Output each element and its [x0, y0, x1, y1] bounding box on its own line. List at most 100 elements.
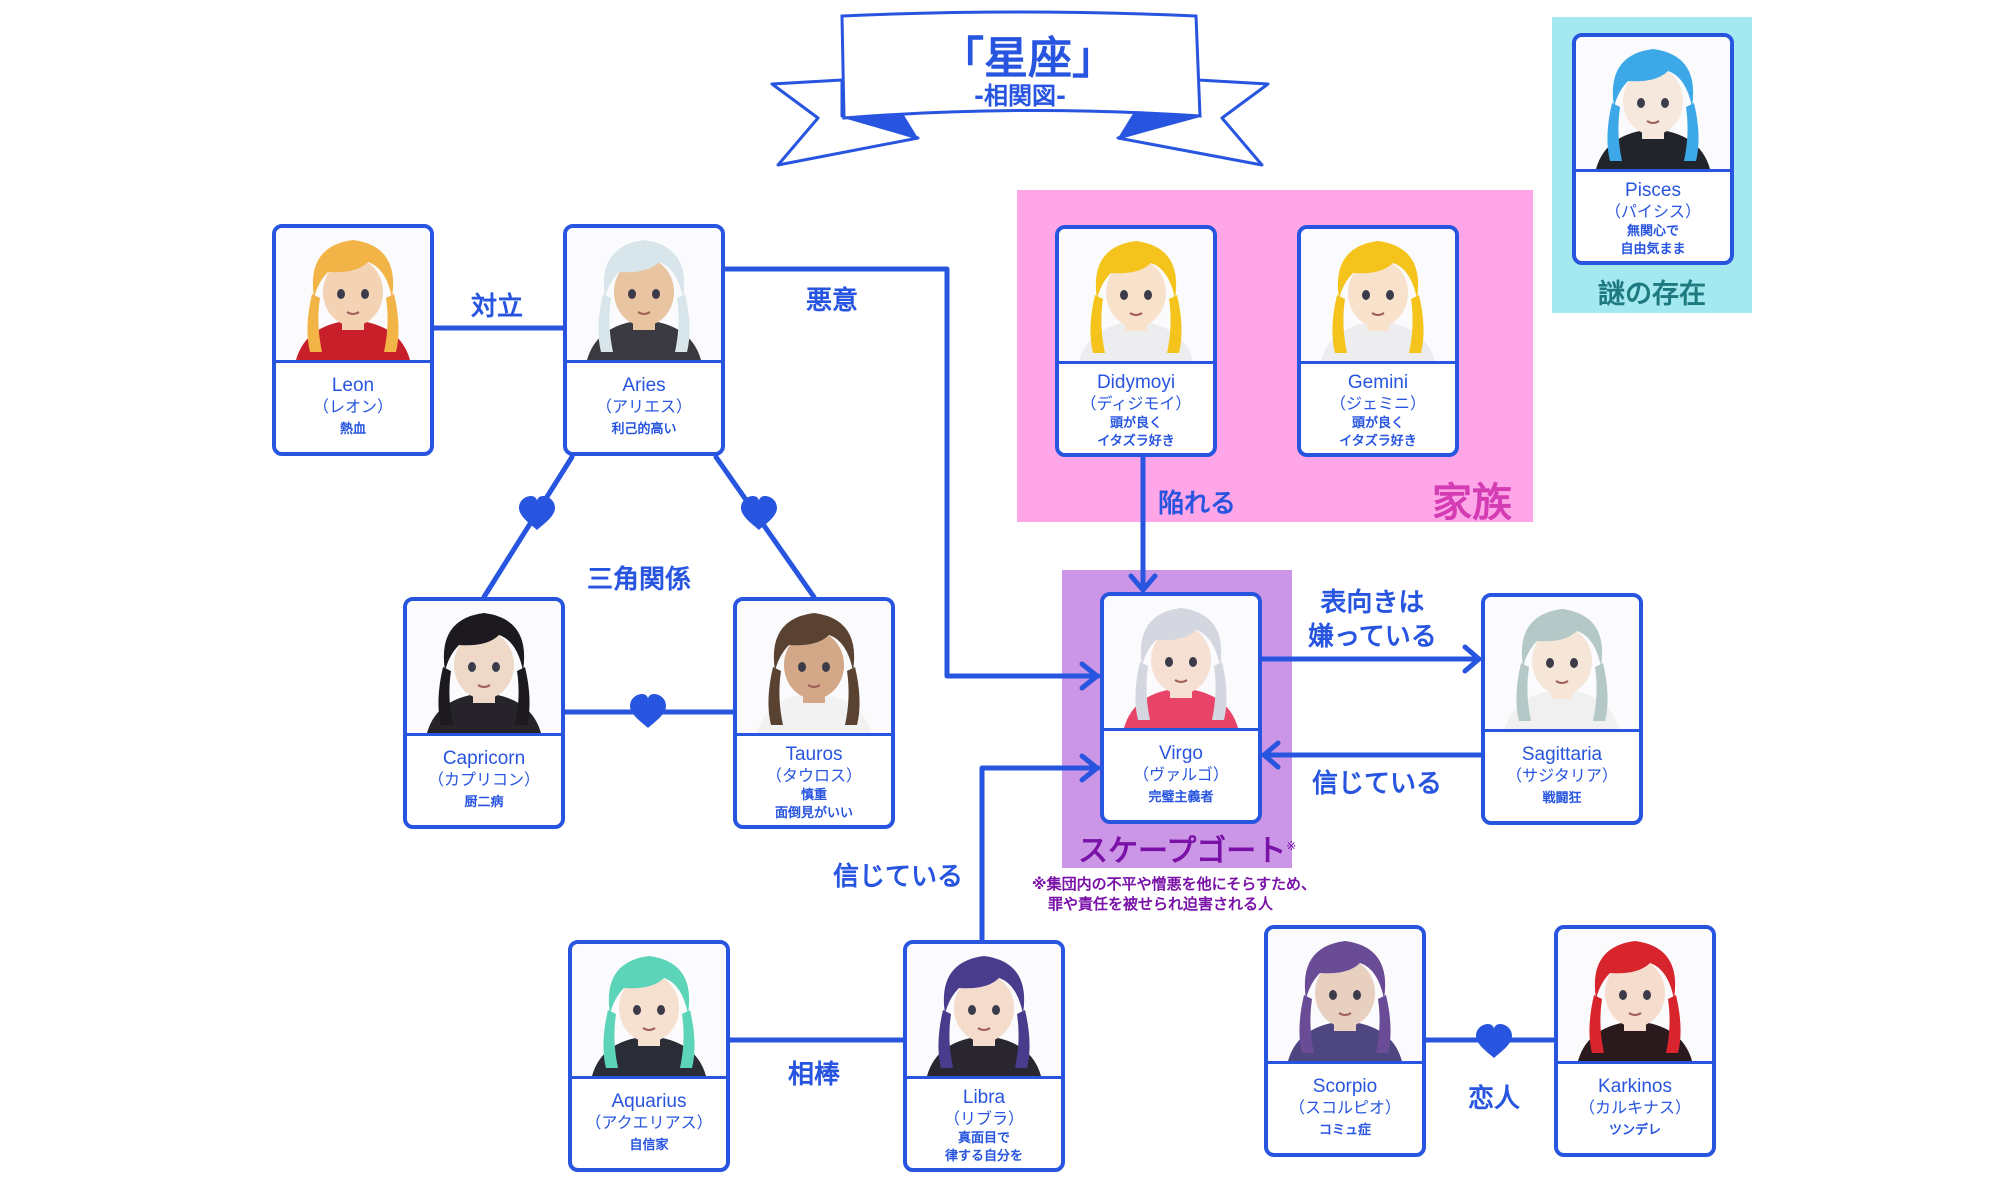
character-name-kana: （サジタリア）	[1506, 766, 1618, 785]
character-trait: 頭が良く	[1109, 416, 1162, 431]
relation-label-malice: 悪意	[806, 286, 859, 316]
character-info: Karkinos（カルキナス） ツンデレ	[1558, 1064, 1712, 1153]
character-name: Libra	[962, 1087, 1006, 1108]
portrait-image	[1576, 37, 1730, 172]
scapegoat-label: スケープゴート※	[1078, 826, 1296, 870]
relation-label-entrap: 陥れる	[1158, 489, 1237, 519]
character-trait: 慎重	[800, 788, 827, 803]
mystery-label: 謎の存在	[1598, 279, 1706, 310]
character-name-kana: （ディジモイ）	[1080, 394, 1192, 413]
portrait-image	[276, 228, 430, 363]
character-card-leon[interactable]: Leon（レオン） 熱血	[272, 224, 434, 456]
character-card-karkinos[interactable]: Karkinos（カルキナス） ツンデレ	[1554, 925, 1716, 1157]
line-aries-capricorn	[481, 454, 575, 600]
character-name-kana: （ヴァルゴ）	[1133, 765, 1229, 784]
character-name: Capricorn	[442, 748, 526, 769]
scapegoat-footnote: ※集団内の不平や憎悪を他にそらすため、 罪や責任を被せられ迫害される人	[1032, 874, 1316, 914]
diagram-title: 「星座」	[940, 33, 1116, 84]
character-card-didymoyi[interactable]: Didymoyi（ディジモイ） 頭が良くイタズラ好き	[1055, 225, 1217, 457]
character-card-virgo[interactable]: Virgo（ヴァルゴ） 完璧主義者	[1100, 592, 1262, 824]
heart-icon-aries-capricorn	[519, 496, 555, 530]
character-trait: 完璧主義者	[1148, 790, 1214, 805]
character-name: Scorpio	[1312, 1076, 1378, 1097]
character-info: Aries（アリエス）利己的高い	[567, 363, 721, 452]
heart-icon-capricorn-tauros	[630, 694, 666, 728]
character-card-sagittaria[interactable]: Sagittaria（サジタリア）戦闘狂	[1481, 593, 1643, 825]
portrait-image	[572, 944, 726, 1079]
character-trait: 熱血	[339, 422, 366, 437]
character-trait: 自由気まま	[1620, 242, 1686, 257]
character-name: Aquarius	[611, 1091, 687, 1112]
relation-label-libra-believes: 信じている	[833, 862, 964, 892]
character-trait: コミュ症	[1318, 1123, 1371, 1138]
diagram-subtitle: -相関図-	[974, 82, 1066, 110]
character-name: Gemini	[1347, 372, 1409, 393]
relation-label-opposition: 対立	[471, 292, 524, 322]
portrait-image	[1301, 229, 1455, 364]
relation-label-sagittaria-believes: 信じている	[1312, 769, 1443, 799]
scapegoat-label-text: スケープゴート	[1078, 834, 1287, 869]
portrait-image	[567, 228, 721, 363]
heart-icon-scorpio-karkinos	[1476, 1024, 1512, 1058]
relation-label-partner: 相棒	[788, 1060, 841, 1090]
portrait-image	[907, 944, 1061, 1079]
character-name-kana: （スコルピオ）	[1288, 1098, 1401, 1117]
relation-label-hates-outwardly: 表向きは 嫌っている	[1308, 586, 1437, 654]
character-info: Capricorn（カプリコン） 厨二病	[407, 736, 561, 825]
relation-label-love-triangle: 三角関係	[587, 565, 692, 595]
character-info: Virgo（ヴァルゴ） 完璧主義者	[1104, 731, 1258, 820]
portrait-image	[407, 601, 561, 736]
character-name: Karkinos	[1598, 1076, 1672, 1097]
character-trait: 無関心で	[1626, 224, 1679, 239]
character-name: Didymoyi	[1096, 372, 1176, 393]
character-info: Sagittaria（サジタリア）戦闘狂	[1485, 732, 1639, 821]
character-card-libra[interactable]: Libra（リブラ）真面目で律する自分を	[903, 940, 1065, 1172]
portrait-image	[1268, 929, 1422, 1064]
character-info: Didymoyi（ディジモイ） 頭が良くイタズラ好き	[1059, 364, 1213, 453]
character-name: Pisces	[1625, 180, 1681, 201]
character-name-kana: （タウロス）	[765, 766, 862, 785]
scapegoat-footnote-mark: ※	[1286, 839, 1297, 853]
character-name: Virgo	[1158, 743, 1203, 764]
family-label: 家族	[1432, 480, 1512, 526]
character-trait: ツンデレ	[1608, 1123, 1661, 1138]
character-trait: 面倒見がいい	[774, 806, 853, 821]
character-trait: 厨二病	[464, 795, 504, 810]
character-info: Tauros（タウロス）慎重面倒見がいい	[737, 736, 891, 825]
character-info: Aquarius（アクエリアス） 自信家	[572, 1079, 726, 1168]
scapegoat-footnote-line2: 罪や責任を被せられ迫害される人	[1048, 895, 1274, 913]
character-trait: 頭が良く	[1351, 416, 1404, 431]
character-trait: 自信家	[629, 1138, 669, 1153]
portrait-image	[1104, 596, 1258, 731]
character-name-kana: （カプリコン）	[427, 770, 540, 789]
portrait-image	[1059, 229, 1213, 364]
character-name-kana: （アクエリアス）	[585, 1113, 713, 1132]
character-card-tauros[interactable]: Tauros（タウロス）慎重面倒見がいい	[733, 597, 895, 829]
character-trait: 利己的高い	[611, 422, 677, 437]
heart-icon-aries-tauros	[741, 496, 777, 530]
character-name-kana: （レオン）	[312, 397, 393, 416]
character-card-aries[interactable]: Aries（アリエス）利己的高い	[563, 224, 725, 456]
portrait-image	[737, 601, 891, 736]
character-name-kana: （パイシス）	[1604, 202, 1701, 221]
portrait-image	[1558, 929, 1712, 1064]
scapegoat-footnote-line1: ※集団内の不平や憎悪を他にそらすため、	[1032, 875, 1316, 893]
character-info: Pisces（パイシス） 無関心で自由気まま	[1576, 172, 1730, 261]
character-name-kana: （カルキナス）	[1578, 1098, 1691, 1117]
character-trait: イタズラ好き	[1339, 434, 1417, 449]
character-trait: イタズラ好き	[1097, 434, 1175, 449]
character-name: Leon	[331, 375, 375, 396]
character-trait: 戦闘狂	[1542, 791, 1582, 806]
line-aries-tauros	[713, 454, 817, 600]
character-card-gemini[interactable]: Gemini（ジェミニ）頭が良くイタズラ好き	[1297, 225, 1459, 457]
character-card-capricorn[interactable]: Capricorn（カプリコン） 厨二病	[403, 597, 565, 829]
character-card-pisces[interactable]: Pisces（パイシス） 無関心で自由気まま	[1572, 33, 1734, 265]
character-trait: 真面目で	[957, 1131, 1010, 1146]
character-card-aquarius[interactable]: Aquarius（アクエリアス） 自信家	[568, 940, 730, 1172]
character-name-kana: （アリエス）	[595, 397, 692, 416]
character-name-kana: （リブラ）	[943, 1109, 1024, 1128]
arrowhead-virgo-sagittaria	[1462, 644, 1482, 674]
relation-label-lovers: 恋人	[1468, 1084, 1521, 1114]
character-info: Gemini（ジェミニ）頭が良くイタズラ好き	[1301, 364, 1455, 453]
character-card-scorpio[interactable]: Scorpio（スコルピオ） コミュ症	[1264, 925, 1426, 1157]
